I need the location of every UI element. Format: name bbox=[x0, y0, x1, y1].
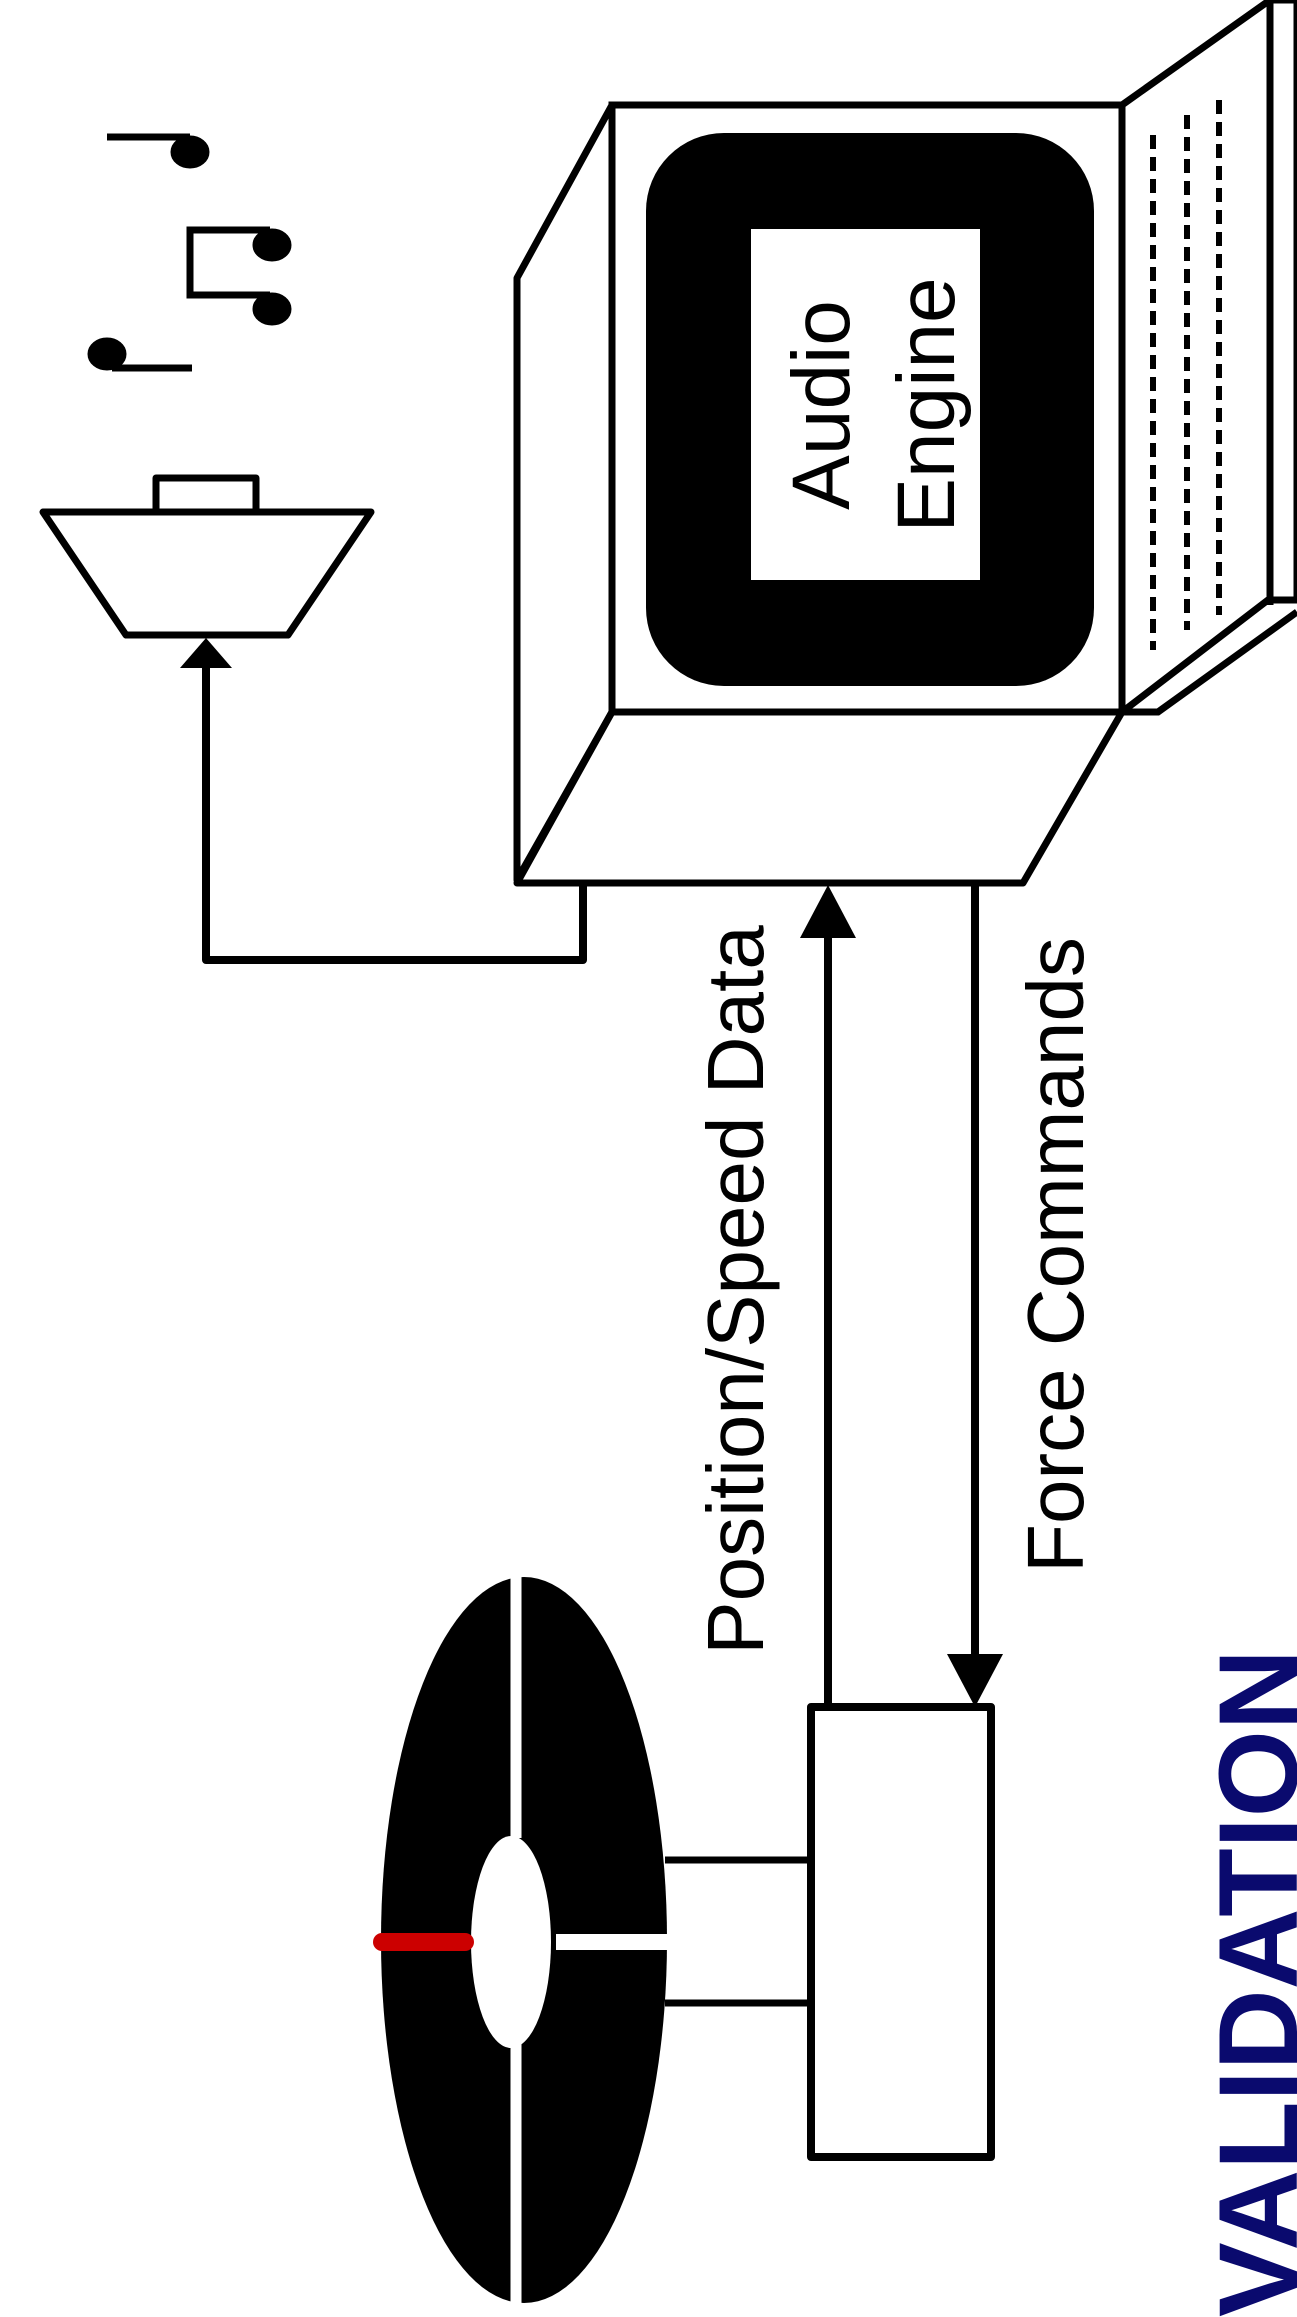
force-commands-label: Force Commands bbox=[1011, 937, 1100, 1573]
computer-icon bbox=[513, 0, 1297, 887]
screen-label-line2: Engine bbox=[881, 277, 972, 532]
audio-output-connector bbox=[180, 638, 587, 964]
record-disc-icon bbox=[373, 1577, 672, 2303]
position-speed-arrow bbox=[800, 885, 856, 1707]
speaker-icon bbox=[39, 474, 375, 639]
section-title: VALIDATION bbox=[1196, 1649, 1297, 2317]
disc-shaft bbox=[665, 1856, 811, 2007]
screen-label-line1: Audio bbox=[776, 300, 867, 510]
position-speed-label: Position/Speed Data bbox=[691, 925, 780, 1655]
audio-engine-screen bbox=[751, 229, 980, 580]
music-notes-icon bbox=[87, 133, 292, 372]
force-commands-arrow bbox=[947, 885, 1003, 1707]
motor-device-icon bbox=[807, 1703, 995, 2161]
